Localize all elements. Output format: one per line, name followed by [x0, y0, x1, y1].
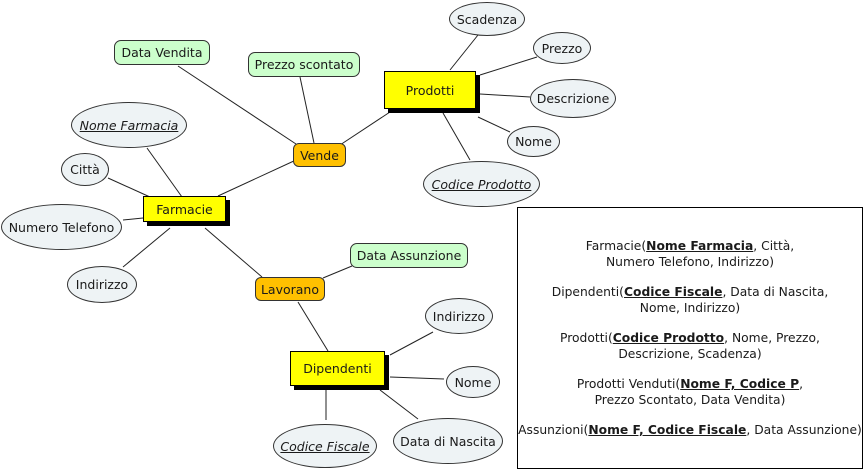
rel-attr-data-vendita[interactable]: Data Vendita — [114, 40, 210, 65]
attr-label: Indirizzo — [432, 308, 486, 324]
key-attr-label: Codice Fiscale — [280, 438, 370, 454]
entity-prodotti[interactable]: Prodotti — [384, 71, 476, 109]
attr-descrizione[interactable]: Descrizione — [530, 79, 616, 118]
schema-relation-prodotti-venduti: Prodotti Venduti(Nome F, Codice P, Prezz… — [577, 376, 803, 408]
link-farmacie-nome-farmacia — [146, 147, 183, 198]
primary-key: Nome F, Codice P — [680, 377, 800, 391]
schema-relation-dipendenti: Dipendenti(Codice Fiscale, Data di Nasci… — [552, 284, 829, 316]
attr-label: Prezzo — [541, 40, 583, 56]
link-lavorano-data-assunzione — [322, 265, 353, 279]
relation-name: Farmacie( — [585, 239, 647, 253]
entity-label: Dipendenti — [303, 361, 372, 376]
link-prodotti-descrizione — [479, 93, 531, 98]
rel-attr-label: Data Assunzione — [356, 248, 462, 263]
attr-nome-dipendente[interactable]: Nome — [446, 366, 500, 398]
relation-attributes: , Data Assunzione) — [746, 423, 862, 437]
link-vende-data-vendita — [177, 65, 297, 145]
primary-key: Nome Farmacia — [646, 239, 754, 253]
rel-attr-label: Prezzo scontato — [254, 57, 354, 72]
entity-dipendenti[interactable]: Dipendenti — [290, 351, 385, 386]
relation-attributes: Nome, Indirizzo) — [639, 301, 741, 315]
primary-key: Codice Fiscale — [623, 285, 723, 299]
link-vende-prodotti — [339, 111, 391, 146]
link-lavorano-dipendenti — [297, 301, 329, 352]
link-dipendenti-data-nascita — [379, 389, 419, 420]
relation-name: Assunzioni( — [518, 423, 589, 437]
relationship-label: Vende — [300, 147, 339, 163]
rel-attr-label: Data Vendita — [121, 45, 203, 60]
relational-schema-box: Farmacie(Nome Farmacia, Città, Numero Te… — [517, 207, 863, 469]
attr-codice-fiscale[interactable]: Codice Fiscale — [273, 424, 377, 468]
attr-data-nascita[interactable]: Data di Nascita — [393, 418, 503, 464]
relation-attributes: Numero Telefono, Indirizzo) — [605, 255, 775, 269]
entity-farmacie[interactable]: Farmacie — [143, 196, 226, 222]
relation-attributes: , Data di Nascita, — [722, 285, 829, 299]
attr-label: Nome — [454, 374, 492, 390]
relation-name: Prodotti Venduti( — [576, 377, 681, 391]
relation-attributes: , Città, — [753, 239, 795, 253]
primary-key: Nome F, Codice Fiscale — [588, 423, 747, 437]
relation-attributes: , Nome, Prezzo, — [724, 331, 820, 345]
relation-attributes: Prezzo Scontato, Data Vendita) — [594, 393, 786, 407]
attr-label: Data di Nascita — [400, 433, 496, 449]
relation-name: Dipendenti( — [551, 285, 624, 299]
schema-relation-farmacie: Farmacie(Nome Farmacia, Città, Numero Te… — [586, 238, 794, 270]
link-farmacie-lavorano — [204, 227, 263, 278]
schema-relation-prodotti: Prodotti(Codice Prodotto, Nome, Prezzo, … — [560, 330, 820, 362]
attr-prezzo[interactable]: Prezzo — [533, 32, 591, 64]
link-farmacie-citta — [107, 177, 151, 198]
primary-key: Codice Prodotto — [612, 331, 725, 345]
attr-label: Nome — [515, 134, 552, 149]
attr-nome-prodotto[interactable]: Nome — [507, 126, 560, 157]
link-farmacie-indirizzo — [122, 227, 171, 268]
relationship-lavorano[interactable]: Lavorano — [255, 277, 325, 301]
attr-label: Descrizione — [536, 91, 610, 106]
link-prodotti-scadenza — [449, 34, 479, 71]
attr-label: Città — [70, 162, 100, 177]
attr-label: Scadenza — [456, 11, 518, 27]
attr-citta[interactable]: Città — [61, 153, 109, 186]
key-attr-label: Nome Farmacia — [79, 117, 179, 133]
attr-label: Numero Telefono — [8, 219, 115, 235]
relation-attributes: Descrizione, Scadenza) — [618, 347, 762, 361]
link-prodotti-nome — [477, 116, 511, 133]
relationship-vende[interactable]: Vende — [293, 143, 346, 167]
schema-relation-assunzioni: Assunzioni(Nome F, Codice Fiscale, Data … — [518, 422, 862, 438]
link-prodotti-prezzo — [479, 56, 538, 76]
relationship-label: Lavorano — [260, 281, 320, 297]
rel-attr-data-assunzione[interactable]: Data Assunzione — [350, 243, 468, 268]
attr-codice-prodotto[interactable]: Codice Prodotto — [423, 161, 540, 207]
link-prodotti-codice-prodotto — [442, 112, 471, 161]
entity-label: Farmacie — [156, 201, 213, 217]
link-dipendenti-indirizzo — [389, 331, 434, 356]
relation-name: Prodotti( — [560, 331, 613, 345]
attr-indirizzo-farmacia[interactable]: Indirizzo — [67, 266, 137, 303]
rel-attr-prezzo-scontato[interactable]: Prezzo scontato — [248, 52, 360, 77]
link-dipendenti-nome — [389, 376, 445, 380]
attr-label: Indirizzo — [75, 277, 129, 292]
link-farmacie-numero-telefono — [122, 217, 144, 221]
attr-indirizzo-dipendente[interactable]: Indirizzo — [425, 298, 493, 334]
attr-scadenza[interactable]: Scadenza — [449, 2, 525, 36]
attr-numero-telefono[interactable]: Numero Telefono — [1, 204, 122, 250]
attr-nome-farmacia[interactable]: Nome Farmacia — [71, 102, 187, 148]
link-vende-prezzo-scontato — [299, 76, 315, 144]
entity-label: Prodotti — [405, 82, 455, 98]
link-farmacie-vende — [217, 159, 297, 197]
relation-attributes: , — [799, 377, 804, 391]
key-attr-label: Codice Prodotto — [431, 176, 532, 192]
